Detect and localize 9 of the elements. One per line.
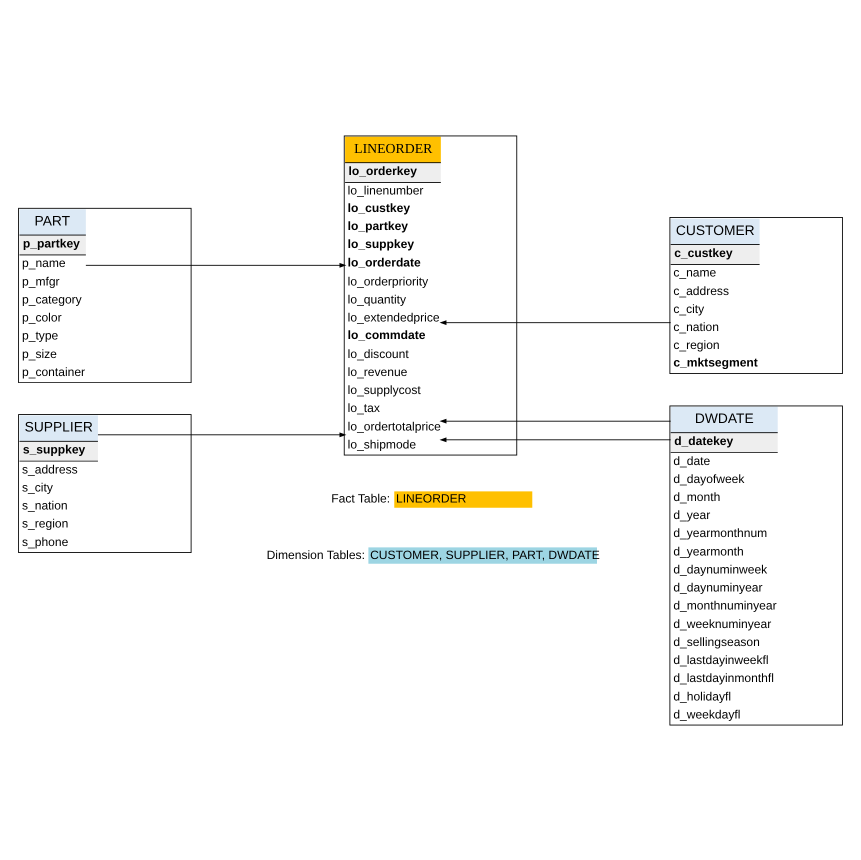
arrow bbox=[98, 432, 346, 437]
label: CUSTOMER, SUPPLIER, PART, DWDATE bbox=[370, 547, 600, 562]
arrow bbox=[440, 418, 672, 424]
arrow bbox=[440, 436, 672, 442]
legend-label: Dimension Tables: bbox=[266, 547, 365, 562]
arrow bbox=[85, 262, 346, 268]
label: LINEORDER bbox=[396, 491, 466, 506]
arrow bbox=[440, 320, 672, 325]
legend-label: Fact Table: bbox=[331, 491, 390, 506]
